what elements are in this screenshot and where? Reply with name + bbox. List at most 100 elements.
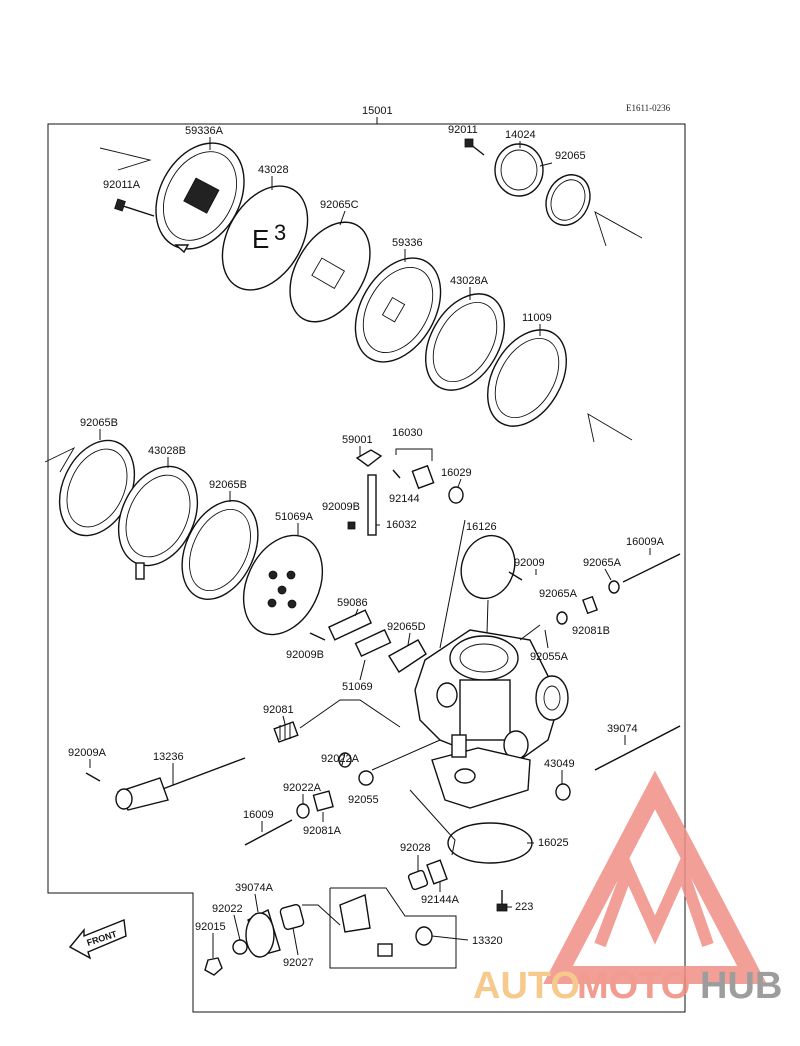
- front-arrow: FRONT: [68, 919, 127, 960]
- label-92009B-2: 92009B: [286, 649, 324, 661]
- label-92065B-1: 92065B: [80, 417, 118, 429]
- label-92022A-2: 92022A: [283, 782, 322, 794]
- label-92022: 92022: [212, 903, 243, 915]
- label-92144: 92144: [389, 493, 420, 505]
- label-59336A: 59336A: [185, 125, 224, 137]
- label-92065A-2: 92065A: [539, 588, 578, 600]
- shaft-39074: [594, 725, 681, 771]
- plate-59086: [327, 609, 427, 673]
- label-92055: 92055: [348, 794, 379, 806]
- housing-43028B: [117, 465, 199, 580]
- screw-92009B: [309, 632, 326, 641]
- label-16029: 16029: [441, 467, 472, 479]
- plate-16025: [447, 822, 533, 864]
- label-223: 223: [515, 901, 533, 913]
- label-92009B-1: 92009B: [322, 501, 360, 513]
- watermark-text-auto: AUTO: [473, 965, 580, 1007]
- washer-92022: [232, 939, 248, 955]
- label-39074A: 39074A: [235, 882, 274, 894]
- pin-16009A: [622, 553, 681, 583]
- label-92009: 92009: [514, 557, 545, 569]
- ring-92065: [545, 174, 591, 226]
- label-92011A: 92011A: [103, 179, 141, 191]
- bolt-92011: [464, 138, 485, 156]
- label-59336: 59336: [392, 237, 423, 249]
- cap-14024: [494, 143, 544, 197]
- label-92081B: 92081B: [572, 625, 610, 637]
- diaphragm-51069A: [242, 534, 324, 636]
- label-92144A: 92144A: [421, 894, 460, 906]
- label-92055A: 92055A: [530, 651, 569, 663]
- label-16025: 16025: [538, 837, 569, 849]
- spring-92081A: [312, 790, 334, 812]
- screw-223: [496, 890, 508, 912]
- spring-92144A: [426, 859, 448, 885]
- label-92081: 92081: [263, 704, 294, 716]
- guide-lines: [44, 147, 643, 473]
- needle-16009: [244, 819, 293, 846]
- label-92065A-1: 92065A: [583, 557, 622, 569]
- assembly-label: 15001: [362, 105, 393, 117]
- label-92065: 92065: [555, 150, 586, 162]
- collar-92027: [279, 903, 305, 931]
- label-43028: 43028: [258, 164, 289, 176]
- label-16032: 16032: [386, 519, 417, 531]
- float-16126: [460, 534, 516, 600]
- label-59086: 59086: [337, 597, 368, 609]
- gasket-43028: E 3: [221, 185, 309, 291]
- watermark-logo: AUTO MOTO HUB: [473, 770, 782, 1007]
- screw-92009: [508, 571, 523, 581]
- label-92027: 92027: [283, 957, 314, 969]
- label-16126: 16126: [466, 521, 497, 533]
- svg-text:3: 3: [274, 220, 286, 245]
- label-92065C: 92065C: [320, 199, 359, 211]
- gasket-92065B-right: [181, 500, 259, 600]
- label-11009: 11009: [522, 312, 552, 324]
- label-14024: 14024: [505, 129, 536, 141]
- carburetor-body: [414, 629, 569, 809]
- label-92015: 92015: [195, 921, 226, 933]
- spring-92081: [273, 721, 299, 743]
- label-43028A: 43028A: [450, 275, 489, 287]
- label-51069A: 51069A: [275, 511, 314, 523]
- watermark-triangle: [543, 770, 767, 984]
- label-92065B-2: 92065B: [209, 479, 247, 491]
- label-16030: 16030: [392, 427, 423, 439]
- svg-text:E: E: [252, 224, 269, 254]
- label-16009A: 16009A: [626, 536, 665, 548]
- label-92028: 92028: [400, 842, 431, 854]
- part-labels: 92011 14024 92065 59336A 43028 92011A 92…: [68, 124, 665, 969]
- lever-39074A: [245, 909, 281, 958]
- watermark-text-hub: HUB: [700, 965, 782, 1007]
- label-51069: 51069: [342, 681, 373, 693]
- throttle-shaft-13236: [115, 757, 246, 811]
- needle-valve-group: [347, 448, 464, 536]
- bushing-92028: [407, 869, 429, 891]
- label-16009: 16009: [243, 809, 274, 821]
- watermark-m-shape: [594, 853, 714, 948]
- label-39074: 39074: [607, 723, 638, 735]
- cover-plate-59336A: [155, 142, 245, 254]
- label-92009A: 92009A: [68, 747, 107, 759]
- label-13236: 13236: [153, 751, 184, 763]
- clip-92055: [358, 770, 374, 786]
- linkage-13320: [329, 887, 457, 969]
- nut-92015: [204, 957, 223, 976]
- washer-43049: [555, 783, 571, 801]
- screw-92009A: [85, 772, 101, 782]
- gasket-11009: [487, 329, 567, 427]
- label-92011: 92011: [448, 124, 478, 136]
- plate-59336: [354, 257, 442, 363]
- bolt-92011A: [114, 198, 155, 217]
- label-92081A: 92081A: [303, 825, 342, 837]
- label-92065D: 92065D: [387, 621, 426, 633]
- label-43028B: 43028B: [148, 445, 186, 457]
- gasket-43028A: [425, 293, 505, 391]
- washers-92065A: [556, 580, 620, 625]
- label-43049: 43049: [544, 758, 575, 770]
- ref-code: E1611-0236: [626, 103, 671, 113]
- leader-lines: [89, 137, 651, 958]
- watermark-text-moto: MOTO: [577, 965, 690, 1007]
